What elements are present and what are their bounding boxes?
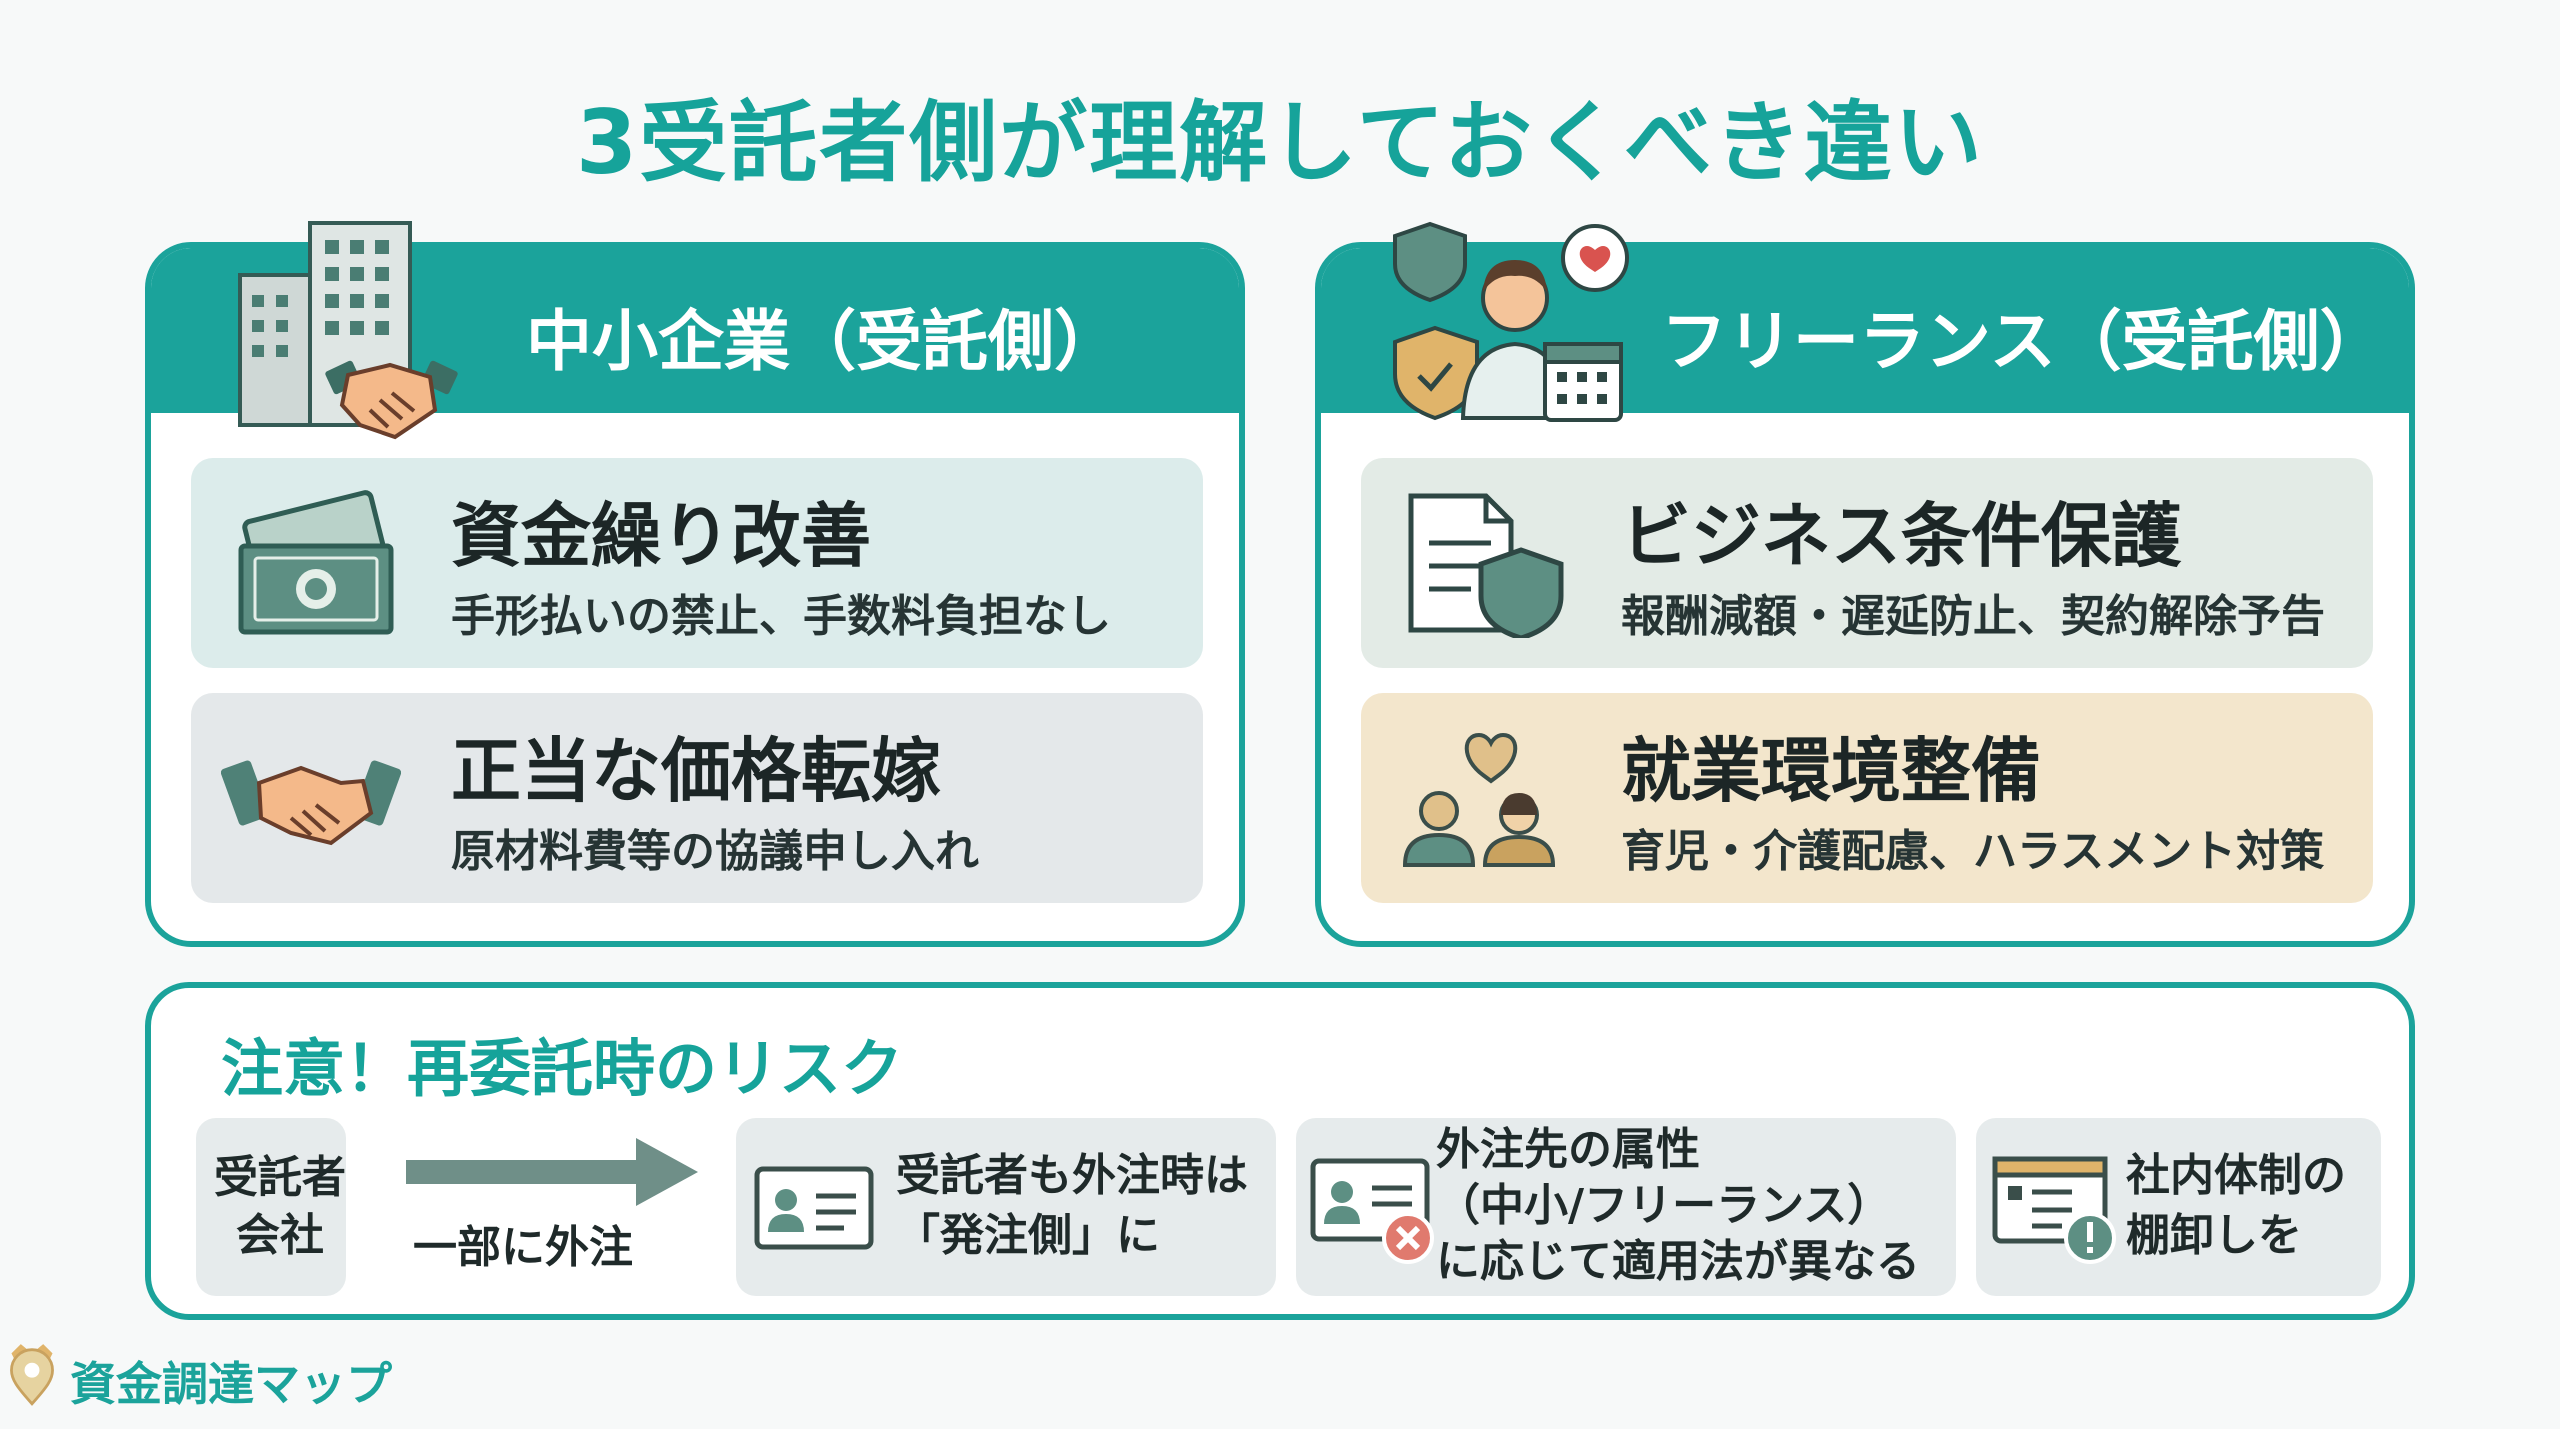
cashflow-subtitle: 手形払いの禁止、手数料負担なし <box>451 591 1111 642</box>
id-card-x-icon <box>1310 1158 1434 1264</box>
freelance-panel-title: フリーランス（受託側） <box>1661 303 2386 380</box>
freelancer-icon <box>1393 221 1629 422</box>
price-subtitle: 原材料費等の協議申し入れ <box>451 826 979 877</box>
document-shield-icon <box>1408 493 1564 638</box>
price-title: 正当な価格転嫁 <box>451 730 941 812</box>
handshake-icon <box>221 760 401 846</box>
business-terms-card: ビジネス条件保護 報酬減額・遅延防止、契約解除予告 <box>1361 458 2373 668</box>
step-2-line3: に応じて適用法が異なる <box>1436 1236 1920 1287</box>
risk-title: 注意！再委託時のリスク <box>221 1032 904 1105</box>
step-3-line1: 社内体制の <box>2126 1150 2346 1201</box>
arrow-label: 一部に外注 <box>413 1222 633 1273</box>
arrow-right-icon <box>406 1138 698 1206</box>
id-card-icon <box>754 1166 874 1250</box>
risk-panel: 注意！再委託時のリスク 受託者 会社 一部に外注 受託者も外注時は 「発注側」に… <box>145 982 2415 1320</box>
work-env-subtitle: 育児・介護配慮、ハラスメント対策 <box>1621 826 2325 877</box>
business-terms-subtitle: 報酬減額・遅延防止、契約解除予告 <box>1621 591 2325 642</box>
step-2-line1: 外注先の属性 <box>1436 1124 1700 1175</box>
price-card: 正当な価格転嫁 原材料費等の協議申し入れ <box>191 693 1203 903</box>
contractor-company-line1: 受託者 <box>214 1152 346 1203</box>
checklist-alert-icon <box>1992 1156 2116 1264</box>
step-box-1: 受託者も外注時は 「発注側」に <box>736 1118 1276 1296</box>
step-3-line2: 棚卸しを <box>2126 1210 2302 1261</box>
page-title: 3受託者側が理解しておくべき違い <box>576 91 1984 194</box>
step-1-line1: 受託者も外注時は <box>896 1150 1248 1201</box>
step-1-line2: 「発注側」に <box>896 1210 1160 1261</box>
brand-logo-icon <box>10 1344 54 1406</box>
step-box-2: 外注先の属性 （中小/フリーランス） に応じて適用法が異なる <box>1296 1118 1956 1296</box>
step-box-3: 社内体制の 棚卸しを <box>1976 1118 2381 1296</box>
cashflow-card: 資金繰り改善 手形払いの禁止、手数料負担なし <box>191 458 1203 668</box>
freelance-panel: フリーランス（受託側） ビジネス条件保護 報酬減額・遅延防止、契約解除予告 就業… <box>1315 242 2415 947</box>
business-terms-title: ビジネス条件保護 <box>1621 495 2181 577</box>
work-env-card: 就業環境整備 育児・介護配慮、ハラスメント対策 <box>1361 693 2373 903</box>
contractor-company-box: 受託者 会社 <box>196 1118 346 1296</box>
people-heart-icon <box>1402 732 1556 867</box>
building-handshake-icon <box>238 221 458 440</box>
cashflow-title: 資金繰り改善 <box>451 495 871 577</box>
step-2-line2: （中小/フリーランス） <box>1436 1180 1892 1231</box>
money-icon <box>238 490 394 635</box>
work-env-title: 就業環境整備 <box>1621 730 2041 812</box>
sme-panel-title: 中小企業（受託側） <box>526 303 1120 380</box>
brand-name: 資金調達マップ <box>70 1357 392 1411</box>
contractor-company-line2: 会社 <box>236 1210 324 1261</box>
